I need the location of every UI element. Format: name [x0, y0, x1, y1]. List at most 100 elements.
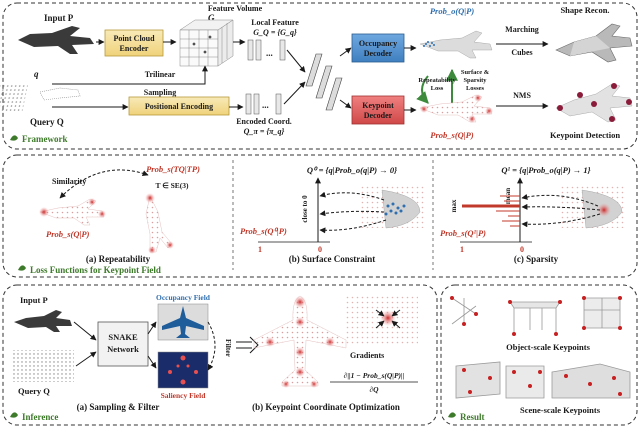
prob-s-q1-label: Prob_s(Q¹|P) [440, 228, 486, 238]
loss-panel [2, 154, 638, 278]
prob-s-tq-label: Prob_s(TQ|TP) [146, 164, 200, 174]
filter-label: Filter [224, 339, 233, 358]
surface-sparsity-line1: Surface & [461, 69, 490, 76]
framework-section-icon [10, 135, 18, 141]
scene-scale-figures [455, 361, 631, 399]
query-q-label: Query Q [30, 117, 64, 127]
occupancy-field-label: Occupancy Field [156, 293, 211, 302]
prob-s-qp-label: Prob_s(Q|P) [46, 229, 90, 239]
keypoint-detection-airplane [555, 83, 633, 123]
inference-input-p-label: Input P [20, 295, 48, 305]
keypoint-decoder-line2: Decoder [364, 111, 393, 120]
input-airplane-pointcloud [18, 26, 94, 54]
saliency-field-label: Saliency Field [161, 391, 207, 400]
sparsity-points-patch [560, 184, 624, 229]
feature-volume-cube [179, 19, 234, 67]
feature-volume-g: G [208, 13, 215, 23]
feature-volume-label: Feature Volume [208, 4, 263, 13]
inference-panel [2, 284, 438, 426]
reconstructed-airplane [555, 23, 633, 63]
t-se3-label: T ∈ SE(3) [155, 181, 189, 190]
positional-encoding-label: Positional Encoding [145, 102, 213, 111]
local-feature-label: Local Feature [251, 18, 299, 27]
repeatability-loss-line1: Repeatability [418, 77, 456, 84]
scene-scale-keypoints [462, 368, 622, 396]
input-p-label: Input P [44, 13, 74, 23]
result-panel [440, 284, 638, 426]
point-cloud-encoder-line2: Encoder [120, 44, 149, 53]
point-cloud-encoder-box [104, 29, 164, 57]
inference-section-title: Inference [22, 412, 58, 422]
svg-text:...: ... [266, 48, 273, 58]
repeatability-airplane-right [145, 193, 174, 254]
surface-caption: (b) Surface Constraint [289, 254, 376, 264]
object-scale-label: Object-scale Keypoints [506, 342, 590, 352]
sparsity-bars [462, 195, 520, 227]
object-scale-figures [451, 297, 621, 334]
repeatability-caption: (a) Repeatability [86, 254, 151, 264]
keypoint-decoder-line1: Keypoint [362, 101, 394, 110]
inference-section-icon [10, 412, 18, 418]
surface-axis-one: 1 [258, 245, 262, 254]
keypoint-decoder-box [351, 95, 405, 125]
surface-sparsity-line3: Losses [466, 85, 485, 92]
loss-section-title: Loss Functions for Keypoint Field [30, 265, 161, 275]
saliency-hotspots [168, 355, 198, 385]
local-feature-vectors: ... [247, 39, 286, 61]
encoded-coord-vectors: ... [245, 93, 282, 115]
surface-sparsity-line2: Sparsity [463, 77, 487, 84]
occupancy-airplane [419, 30, 493, 59]
framework-panel [2, 2, 638, 150]
positional-encoding-box [128, 96, 230, 116]
repeatability-loss-line2: Loss [431, 85, 444, 92]
local-feature-formula: G_Q = {G_q} [253, 28, 297, 37]
trilinear-label: Trilinear [145, 70, 176, 79]
sparsity-caption: (c) Sparsity [514, 254, 559, 264]
inference-query-q-label: Query Q [18, 386, 50, 396]
max-label: max [450, 199, 458, 212]
cubes-label: Cubes [511, 48, 532, 57]
keypoint-heat-airplane [419, 94, 493, 123]
prob-o-label: Prob_o(Q|P) [430, 6, 475, 16]
occupancy-decoder-box [351, 33, 405, 63]
framework-section-title: Framework [22, 134, 67, 144]
q-point-label: q [34, 69, 39, 79]
svg-text:...: ... [262, 100, 269, 110]
query-pointcloud [0, 85, 81, 111]
optimization-caption: (b) Keypoint Coordinate Optimization [252, 402, 400, 412]
close-to-zero-label: close to 0 [301, 195, 309, 223]
occupancy-decoder-line1: Occupancy [359, 39, 397, 48]
sampling-label: Sampling [144, 88, 176, 97]
gradient-formula-denominator: ∂Q [369, 385, 379, 394]
surface-axis-zero: 0 [318, 245, 322, 254]
scene-scale-label: Scene-scale Keypoints [520, 405, 601, 415]
encoded-coord-formula: Q_π = {π_q} [244, 127, 285, 136]
object-scale-keypoints [450, 296, 622, 336]
repeatability-airplane-left [39, 198, 106, 226]
snake-network-line1: SNAKE [108, 332, 138, 342]
result-section-icon [448, 412, 456, 418]
inference-query-cloud [12, 350, 74, 382]
gradient-zoom-patch [344, 296, 418, 344]
result-section-title: Result [460, 412, 485, 422]
surface-points-patch [360, 184, 424, 229]
mlp-layers [305, 53, 343, 111]
q1-definition: Q¹ = {q|Prob_o(q|P) → 1} [501, 165, 590, 175]
marching-label: Marching [505, 25, 539, 34]
occupancy-decoder-line2: Decoder [364, 49, 393, 58]
prob-s-q0-label: Prob_s(Q⁰|P) [240, 226, 287, 236]
snake-network-line2: Network [107, 344, 139, 354]
gradient-formula-numerator: ∂||1 − Prob_s(Q|P)|| [344, 371, 405, 380]
gradients-label: Gradients [350, 351, 384, 360]
inference-input-airplane [14, 310, 72, 332]
snake-network-box [97, 321, 149, 367]
shape-recon-label: Shape Recon. [560, 5, 609, 15]
point-cloud-encoder-line1: Point Cloud [113, 34, 155, 43]
keypoint-detection-label: Keypoint Detection [550, 130, 620, 140]
loss-section-icon [18, 265, 26, 271]
encoded-coord-label: Encoded Coord. [236, 117, 292, 126]
sparsity-axis-one: 1 [460, 245, 464, 254]
keypoint-optimization-airplane [253, 295, 347, 388]
q0-definition: Q⁰ = {q|Prob_o(q|P) → 0} [307, 165, 397, 175]
